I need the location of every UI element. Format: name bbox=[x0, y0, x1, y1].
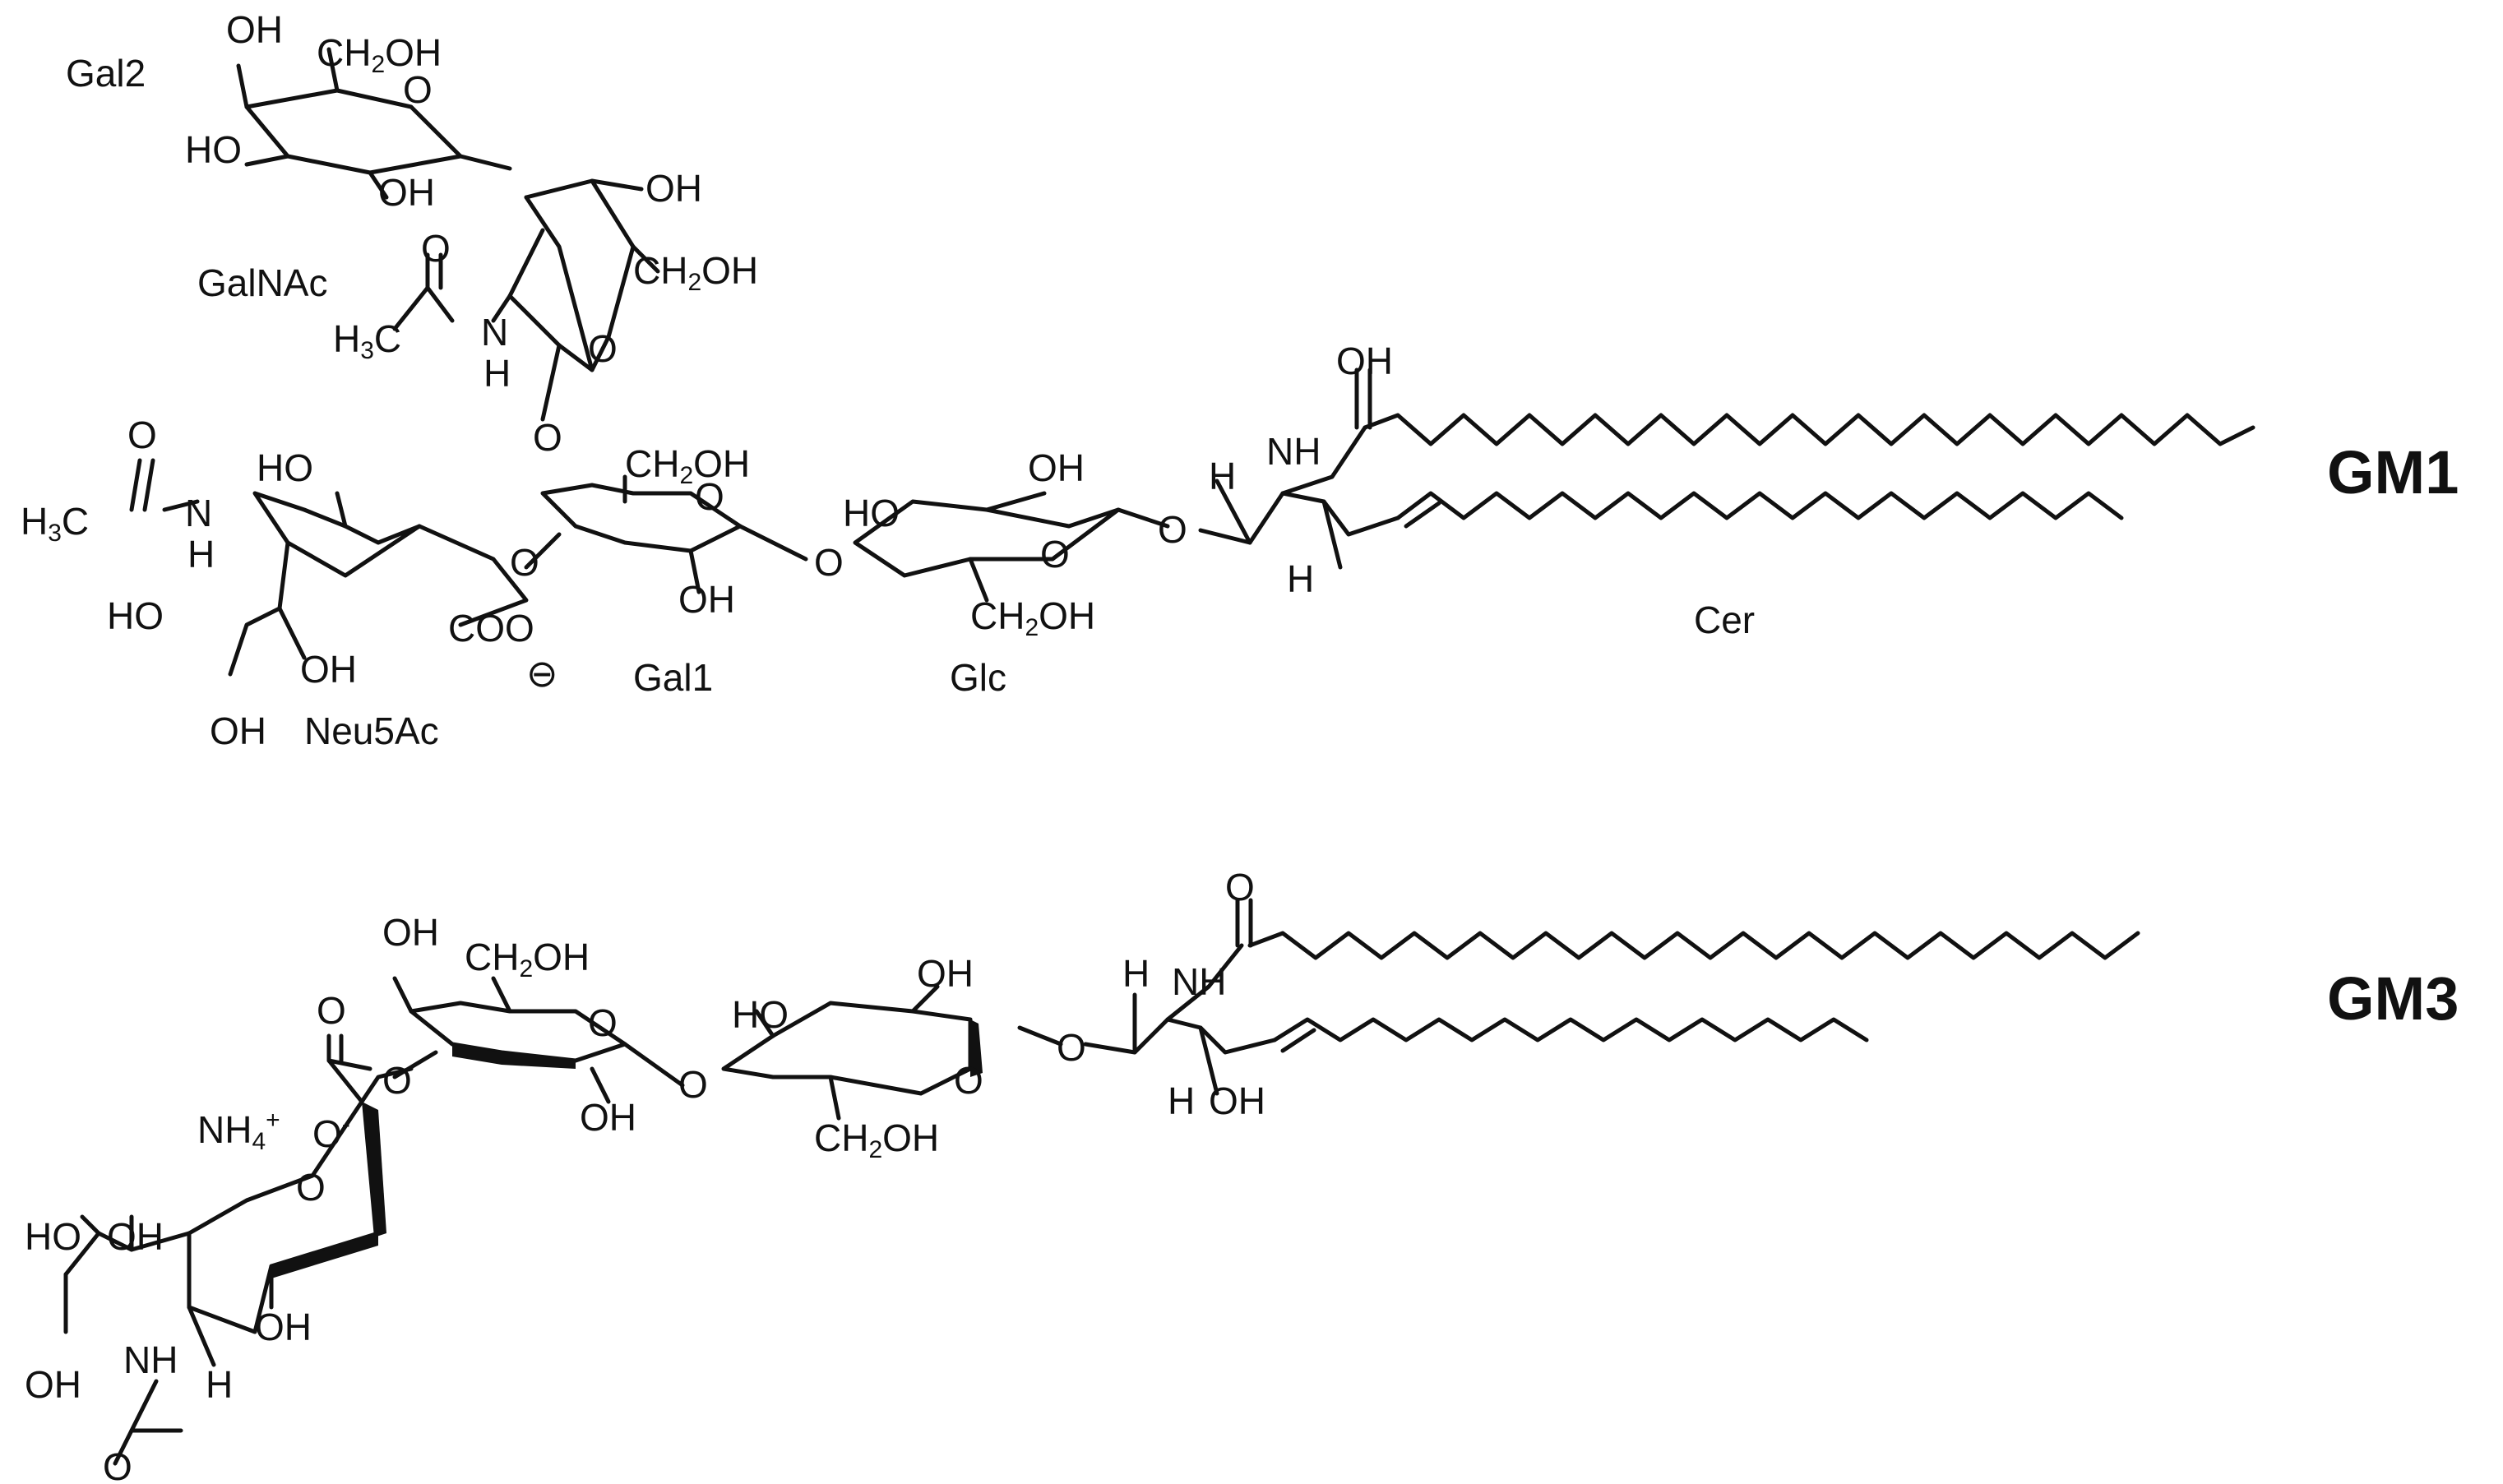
gm1-atom: OH bbox=[1336, 340, 1393, 382]
gm1-charge: ⊖ bbox=[526, 652, 558, 695]
gm1-atom: O bbox=[510, 541, 539, 584]
gm1-atom: H3C bbox=[21, 500, 89, 547]
gm1-atom: O bbox=[1040, 533, 1070, 576]
gm1-structure: OH CH2OH O HO OH OH CH2OH O H3C N H O O bbox=[21, 8, 2459, 752]
gm1-atom: OH bbox=[300, 648, 357, 691]
residue-label-gal1: Gal1 bbox=[633, 656, 713, 699]
gm1-atom: O bbox=[814, 541, 844, 584]
residue-label-glc: Glc bbox=[950, 656, 1006, 699]
gm1-galnac-ring bbox=[392, 178, 660, 422]
gm1-atom: HO bbox=[107, 594, 164, 637]
gm1-atom: HO bbox=[843, 492, 900, 534]
gm3-atom: O bbox=[103, 1445, 132, 1484]
gm3-neu5ac-ring bbox=[63, 1033, 414, 1466]
gm3-atom: H bbox=[206, 1363, 233, 1406]
gm1-atom: N bbox=[481, 311, 508, 354]
gm1-atom: O bbox=[588, 327, 618, 370]
gm1-ceramide bbox=[1198, 368, 2255, 570]
gm1-atom: H bbox=[187, 533, 215, 576]
gm3-glc-ring bbox=[721, 984, 1063, 1121]
gm1-atom: HO bbox=[257, 446, 313, 489]
residue-label-cer: Cer bbox=[1694, 599, 1755, 641]
gm3-atom: OH bbox=[382, 911, 439, 954]
gm3-atom: NH4+ bbox=[197, 1107, 280, 1155]
gm1-atom: OH bbox=[210, 710, 266, 752]
gm3-atom: CH2OH bbox=[814, 1116, 939, 1163]
gm1-glc-ring bbox=[853, 491, 1170, 603]
gm3-ceramide bbox=[1083, 898, 2140, 1096]
gm3-atom: O bbox=[1225, 866, 1255, 908]
gm3-atom: O bbox=[296, 1166, 326, 1209]
gm3-structure: OH CH2OH O O OH O HO OH CH2OH O O bbox=[25, 866, 2459, 1484]
gm1-atom: HO bbox=[185, 128, 242, 171]
gm3-gal-ring bbox=[392, 976, 685, 1104]
residue-label-neu5ac: Neu5Ac bbox=[304, 710, 439, 752]
gm1-atom: OH bbox=[378, 171, 435, 214]
gm1-atom: O bbox=[1158, 508, 1187, 551]
gm1-atom: H3C bbox=[333, 317, 401, 364]
molecule-name-gm3: GM3 bbox=[2327, 964, 2459, 1033]
gm3-atom: O bbox=[588, 1001, 618, 1044]
gm3-atom: OH bbox=[580, 1096, 636, 1139]
gm1-atom: O bbox=[127, 414, 157, 456]
gm3-atom: OH bbox=[25, 1363, 81, 1406]
gm1-atom: CH2OH bbox=[625, 442, 750, 489]
gm3-atom: O- bbox=[312, 1111, 350, 1155]
gm3-atom: OH bbox=[1209, 1079, 1265, 1122]
gm3-atom: H bbox=[1168, 1079, 1195, 1122]
gm3-atom: OH bbox=[255, 1306, 312, 1348]
gm1-atom: OH bbox=[645, 167, 702, 210]
gm3-atom: HO bbox=[25, 1215, 81, 1258]
gm3-atom: NH bbox=[1172, 960, 1226, 1003]
gm1-atom: N bbox=[185, 492, 212, 534]
gm3-atom: O bbox=[678, 1063, 708, 1106]
gm3-atom: O bbox=[954, 1059, 983, 1102]
gm1-gal1-ring bbox=[524, 474, 808, 594]
gm1-atom: CH2OH bbox=[633, 249, 758, 296]
gm1-atom: NH bbox=[1266, 430, 1321, 473]
gm3-atom: O bbox=[317, 989, 346, 1032]
gm1-atom: COO bbox=[448, 607, 534, 650]
gm3-atom: OH bbox=[107, 1215, 164, 1258]
molecule-name-gm1: GM1 bbox=[2327, 438, 2459, 506]
gm1-atom: H bbox=[483, 352, 511, 395]
gm1-atom: OH bbox=[678, 578, 735, 621]
residue-label-gal2: Gal2 bbox=[66, 52, 146, 95]
gm1-atom: H bbox=[1287, 557, 1314, 600]
gm1-atom: CH2OH bbox=[317, 31, 442, 78]
residue-label-galnac: GalNAc bbox=[197, 261, 327, 304]
gm1-atom: CH2OH bbox=[970, 594, 1095, 641]
gm1-atom: H bbox=[1209, 455, 1236, 497]
gm1-neu5ac-ring bbox=[129, 458, 529, 677]
gm1-atom: O bbox=[403, 68, 433, 111]
gm3-atom: O bbox=[1057, 1026, 1086, 1069]
gm3-atom: O bbox=[382, 1059, 412, 1102]
gm1-atom: OH bbox=[226, 8, 283, 51]
gm1-atom: O bbox=[533, 416, 562, 459]
gm3-atom: CH2OH bbox=[465, 936, 590, 982]
gm3-atom: OH bbox=[917, 952, 974, 995]
gm1-atom: O bbox=[421, 227, 451, 270]
gm3-atom: HO bbox=[732, 993, 789, 1036]
gm3-atom: H bbox=[1122, 952, 1150, 995]
gm3-atom: NH bbox=[123, 1338, 178, 1381]
gm1-gal2-ring bbox=[236, 47, 512, 200]
gm1-atom: O bbox=[695, 475, 724, 518]
gm1-atom: OH bbox=[1028, 446, 1085, 489]
